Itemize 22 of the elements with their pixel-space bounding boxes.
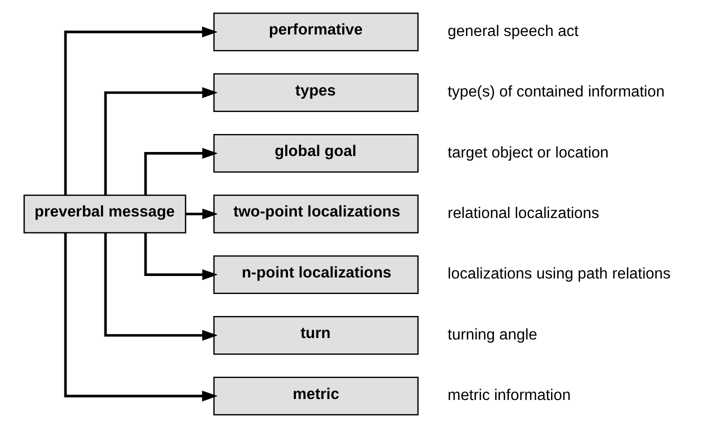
arrow [144, 148, 218, 196]
arrow [64, 26, 218, 196]
node-box: performative [213, 12, 419, 52]
node-label: turning angle [448, 326, 538, 344]
node-label: relational localizations [448, 205, 600, 222]
node-box: two-point localizations [213, 194, 419, 234]
arrow [144, 232, 218, 280]
arrow [104, 87, 218, 196]
node-box: n-point localizations [213, 255, 419, 294]
node-box: preverbal message [24, 194, 186, 234]
arrow [186, 208, 218, 220]
node-box: metric [213, 376, 419, 416]
arrow [64, 232, 218, 402]
node-label: metric information [448, 387, 571, 404]
node-label: localizations using path relations [448, 266, 671, 283]
node-label: type(s) of contained information [448, 84, 665, 101]
node-box: global goal [213, 134, 419, 173]
node-label: general speech act [448, 22, 579, 40]
arrow [104, 232, 218, 341]
node-label: target object or location [448, 144, 609, 162]
node-box: turn [213, 316, 419, 355]
node-box: types [213, 73, 419, 112]
